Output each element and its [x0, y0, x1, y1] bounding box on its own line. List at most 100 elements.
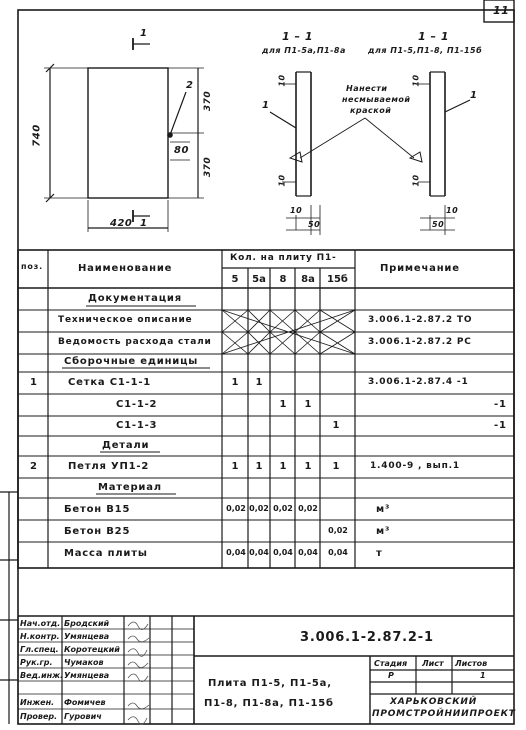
document-code: 3.006.1-2.87.2-1: [300, 630, 434, 645]
role-4: Вед.инж.: [20, 671, 64, 680]
dim-80: 80: [174, 145, 189, 156]
variant-5a: 5а: [252, 274, 266, 285]
mass-qty-8: 0,04: [273, 548, 293, 557]
col-header-qty: Кол. на плиту П1-: [230, 253, 337, 263]
section-a-dim-10-bottom: 10: [277, 174, 287, 187]
section-a-subtitle: для П1-5а,П1-8а: [262, 46, 346, 55]
section-heading-material: Материал: [98, 482, 162, 493]
mesh-2-qty-8: 1: [279, 399, 287, 410]
sheets-label: Листов: [455, 659, 488, 668]
section-a-dim-10-top: 10: [277, 74, 287, 87]
note-line-3: краской: [350, 106, 392, 115]
role-7: Провер.: [20, 712, 58, 721]
plan-section-mark-bottom: 1: [140, 218, 148, 229]
row-note-tech-description: 3.006.1-2.87.2 ТО: [368, 315, 473, 325]
row-note-mesh-2: -1: [494, 399, 507, 410]
section-b-dim-50: 50: [432, 220, 445, 229]
b25-qty-15b: 0,02: [328, 526, 348, 535]
section-b-title: 1 – 1: [418, 30, 449, 43]
col-header-pos: поз.: [21, 262, 43, 271]
title-line-1: Плита П1-5, П1-5а,: [208, 678, 332, 689]
row-name-tech-description: Техническое описание: [58, 315, 193, 325]
mass-qty-15b: 0,04: [328, 548, 348, 557]
row-note-steel-statement: 3.006.1-2.87.2 РС: [368, 337, 472, 347]
row-note-loop: 1.400-9 , вып.1: [370, 461, 460, 471]
role-2: Гл.спец.: [20, 645, 59, 654]
dim-420: 420: [110, 218, 133, 229]
b15-qty-8: 0,02: [273, 504, 293, 513]
name-2: Коротецкий: [64, 645, 120, 654]
mass-qty-5: 0,04: [226, 548, 246, 557]
section-a-dim-50: 50: [308, 220, 321, 229]
section-a-callout-1: 1: [262, 100, 270, 111]
row-note-mesh-3: -1: [494, 420, 507, 431]
name-7: Гурович: [64, 712, 102, 721]
variant-15b: 15б: [327, 274, 348, 285]
sheet-label: Лист: [422, 659, 444, 668]
mass-qty-5a: 0,04: [249, 548, 269, 557]
mesh-1-qty-5a: 1: [255, 377, 263, 388]
loop-qty-5a: 1: [255, 461, 263, 472]
row-name-mesh-3: С1-1-3: [116, 420, 158, 431]
b15-qty-5a: 0,02: [249, 504, 269, 513]
note-line-1: Нанести: [346, 84, 388, 93]
section-b-callout-1: 1: [470, 90, 478, 101]
row-name-mesh-1: Сетка С1-1-1: [68, 377, 152, 388]
loop-qty-5: 1: [231, 461, 239, 472]
mass-qty-8a: 0,04: [298, 548, 318, 557]
col-header-note: Примечание: [380, 263, 460, 274]
col-header-name: Наименование: [78, 263, 173, 274]
row-pos-loop: 2: [30, 461, 38, 472]
sheets-value: 1: [480, 671, 486, 680]
section-b-dim-10-horizontal: 10: [446, 206, 459, 215]
role-1: Н.контр.: [20, 632, 60, 641]
variant-8: 8: [279, 274, 287, 285]
mesh-2-qty-8a: 1: [304, 399, 312, 410]
name-6: Фомичев: [64, 698, 106, 707]
mesh-3-qty-15b: 1: [332, 420, 340, 431]
org-line-2: ПРОМСТРОЙНИИПРОЕКТ: [372, 709, 516, 719]
section-heading-assembly-units: Сборочные единицы: [64, 356, 199, 367]
name-0: Бродский: [64, 619, 110, 628]
b15-qty-8a: 0,02: [298, 504, 318, 513]
variant-8a: 8а: [301, 274, 315, 285]
section-heading-parts: Детали: [102, 440, 150, 451]
dim-370-bottom: 370: [203, 156, 214, 178]
row-name-plate-mass: Масса плиты: [64, 548, 148, 559]
role-0: Нач.отд.: [20, 619, 61, 628]
dim-370-top: 370: [203, 90, 214, 112]
row-name-mesh-2: С1-1-2: [116, 399, 158, 410]
title-line-2: П1-8, П1-8а, П1-15б: [204, 698, 334, 709]
dim-740: 740: [31, 124, 43, 147]
sheet-number: 11: [493, 4, 510, 17]
note-line-2: несмываемой: [342, 95, 411, 104]
role-3: Рук.гр.: [20, 658, 53, 667]
row-note-plate-mass: т: [376, 548, 383, 559]
variant-5: 5: [231, 274, 239, 285]
row-note-concrete-b15: м³: [376, 504, 391, 515]
plan-section-mark-top: 1: [140, 28, 148, 39]
name-4: Умянцева: [64, 671, 110, 680]
row-pos-mesh-1: 1: [30, 377, 38, 388]
row-name-loop: Петля УП1-2: [68, 461, 150, 472]
mesh-1-qty-5: 1: [231, 377, 239, 388]
row-name-steel-statement: Ведомость расхода стали: [58, 337, 212, 347]
section-a-dim-10-horizontal: 10: [290, 206, 303, 215]
section-b-dim-10-top: 10: [411, 74, 421, 87]
loop-qty-8a: 1: [304, 461, 312, 472]
section-b-dim-10-bottom: 10: [411, 174, 421, 187]
stage-value: Р: [388, 671, 394, 680]
stage-label: Стадия: [374, 659, 408, 668]
loop-qty-8: 1: [279, 461, 287, 472]
name-1: Умянцева: [64, 632, 110, 641]
row-name-concrete-b25: Бетон В25: [64, 526, 131, 537]
section-b-subtitle: для П1-5,П1-8, П1-15б: [368, 46, 483, 55]
role-6: Инжен.: [20, 698, 55, 707]
section-heading-documentation: Документация: [88, 293, 182, 304]
org-line-1: ХАРЬКОВСКИЙ: [390, 697, 478, 707]
section-a-title: 1 – 1: [282, 30, 313, 43]
row-name-concrete-b15: Бетон В15: [64, 504, 131, 515]
b15-qty-5: 0,02: [226, 504, 246, 513]
name-3: Чумаков: [64, 658, 104, 667]
